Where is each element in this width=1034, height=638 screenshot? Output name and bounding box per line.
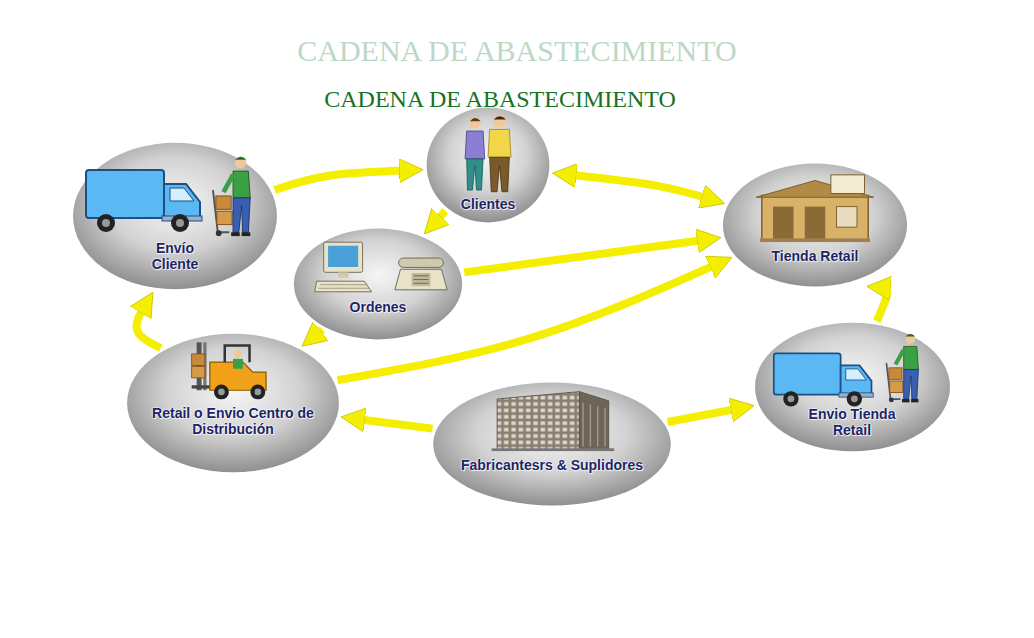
- node-label: Retail o Envio Centro de Distribución: [146, 405, 321, 437]
- node-label: Clientes: [461, 196, 515, 212]
- node-label: Fabricantesrs & Suplidores: [461, 457, 643, 473]
- flow-arrow: [275, 170, 410, 190]
- watermark-title: CADENA DE ABASTECIMIENTO: [297, 34, 736, 68]
- flow-arrow: [668, 408, 741, 422]
- node-icon: [886, 334, 918, 402]
- grey-disc: [127, 334, 339, 473]
- node-icon: [492, 392, 615, 451]
- node-icon: [756, 175, 874, 242]
- process-disc: Retail o Envio Centro de Distribución: [126, 333, 340, 473]
- flow-arrow: [137, 304, 161, 348]
- node-icon: [395, 258, 447, 290]
- grey-disc: [433, 383, 671, 506]
- grey-disc: [723, 164, 907, 287]
- node-icon: [192, 342, 266, 399]
- grey-disc: [294, 229, 462, 340]
- node-icon: [315, 242, 372, 292]
- node-icon: [773, 353, 872, 406]
- diagram-title: CADENA DE ABASTECIMIENTO: [324, 86, 676, 113]
- node-icon: [465, 115, 511, 192]
- grey-disc: [73, 143, 277, 290]
- process-disc: Tienda Retail: [722, 163, 908, 287]
- disc-shape: [293, 228, 463, 340]
- flow-arrow: [877, 288, 887, 322]
- node-label: Envío Cliente: [140, 240, 210, 272]
- disc-shape: [432, 382, 672, 506]
- process-disc: Envio Tienda Retail: [754, 322, 951, 452]
- flow-arrow: [566, 175, 711, 200]
- node-icon: [213, 157, 250, 236]
- process-disc: Clientes: [426, 107, 550, 223]
- disc-shape: [126, 333, 340, 473]
- flow-arrow: [434, 211, 446, 224]
- process-disc: Ordenes: [293, 228, 463, 340]
- grey-disc: [427, 108, 550, 223]
- disc-shape: [722, 163, 908, 287]
- flow-arrow: [464, 240, 707, 273]
- process-disc: Fabricantesrs & Suplidores: [432, 382, 672, 506]
- node-label: Tienda Retail: [772, 248, 859, 264]
- flow-arrow: [313, 330, 323, 338]
- node-label: Envio Tienda Retail: [797, 406, 907, 438]
- node-label: Ordenes: [350, 299, 407, 315]
- flow-arrow: [355, 419, 433, 429]
- node-icon: [86, 170, 202, 232]
- grey-disc: [754, 323, 949, 452]
- process-disc: Envío Cliente: [72, 142, 278, 290]
